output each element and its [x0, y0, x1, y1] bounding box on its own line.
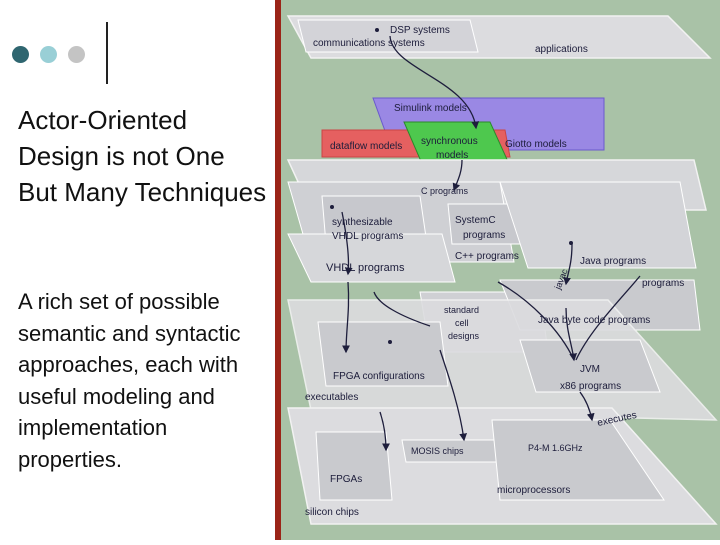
- label-dsp: DSP systems: [390, 25, 450, 36]
- x86-box: [519, 339, 661, 393]
- decoration-dot-dark: [12, 46, 29, 63]
- fpgas-box: [315, 431, 393, 501]
- label-fpga-config: FPGA configurations: [333, 371, 425, 382]
- java-plane: [499, 181, 697, 269]
- label-c-programs: C programs: [421, 186, 469, 196]
- label-fpgas: FPGAs: [330, 474, 362, 485]
- arrow-sync-to-c: [452, 159, 463, 192]
- label-std-cell-2: cell: [455, 318, 469, 328]
- arrow-fpga-to-fpgas: [379, 411, 390, 452]
- label-dataflow: dataflow models: [330, 141, 402, 152]
- arrow-bytecode-to-jvm: [565, 307, 578, 362]
- bullet-dot: [375, 28, 379, 32]
- title-divider: [106, 22, 108, 84]
- label-microprocessors: microprocessors: [497, 485, 570, 496]
- label-p4m: P4-M 1.6GHz: [528, 443, 583, 453]
- label-cpp: C++ programs: [455, 251, 519, 262]
- label-communications: communications systems: [313, 38, 425, 49]
- microprocessor-box: [491, 419, 665, 501]
- bullet-dot: [569, 241, 573, 245]
- bullet-dot: [388, 340, 392, 344]
- label-synthesizable: synthesizable: [332, 217, 393, 228]
- label-systemc-2: programs: [463, 230, 505, 241]
- label-std-cell: standard: [444, 305, 479, 315]
- label-std-cell-3: designs: [448, 331, 480, 341]
- label-java-programs: Java programs: [580, 256, 646, 267]
- label-simulink: Simulink models: [394, 103, 467, 114]
- arrow-programs-to-x86: [575, 275, 641, 361]
- accent-bar: [275, 0, 281, 540]
- arrow-vhdl-to-fpga: [342, 281, 350, 354]
- abstraction-layers-diagram: DSP systems communications systems appli…: [281, 0, 720, 540]
- label-x86: x86 programs: [560, 381, 621, 392]
- arrow-java-to-bytecode: [563, 243, 573, 286]
- arrow-cpp-to-x86: [497, 281, 575, 361]
- label-synchronous: synchronous: [421, 136, 478, 147]
- decoration-dot-gray: [68, 46, 85, 63]
- decoration-dot-light: [40, 46, 57, 63]
- label-synthesizable-2: VHDL programs: [332, 231, 403, 242]
- label-jvm: JVM: [580, 364, 600, 375]
- label-applications: applications: [535, 44, 588, 55]
- arrow-synth-to-vhdl: [341, 211, 353, 276]
- slide-title: Actor-Oriented Design is not One But Man…: [18, 105, 267, 207]
- arrow-dsp-to-sync: [389, 35, 480, 130]
- slide-body: A rich set of possible semantic and synt…: [18, 289, 241, 472]
- label-vhdl: VHDL programs: [326, 262, 405, 274]
- arrow-vhdl-to-stdcell: [373, 291, 431, 327]
- arrow-x86-to-p4: [579, 391, 595, 422]
- label-systemc: SystemC: [455, 215, 496, 226]
- vhdl-plane: [287, 233, 456, 283]
- label-programs: programs: [642, 278, 684, 289]
- fpga-config-box: [317, 321, 449, 387]
- dsp-box: [297, 19, 479, 53]
- label-java-byte-code: Java byte code programs: [538, 315, 650, 326]
- label-giotto: Giotto models: [505, 139, 567, 150]
- label-synchronous-2: models: [436, 150, 468, 161]
- label-silicon: silicon chips: [305, 507, 359, 518]
- label-mosis: MOSIS chips: [411, 446, 464, 456]
- label-executables: executables: [305, 392, 358, 403]
- arrow-stdcell-to-mosis: [439, 349, 468, 442]
- bullet-dot: [330, 205, 334, 209]
